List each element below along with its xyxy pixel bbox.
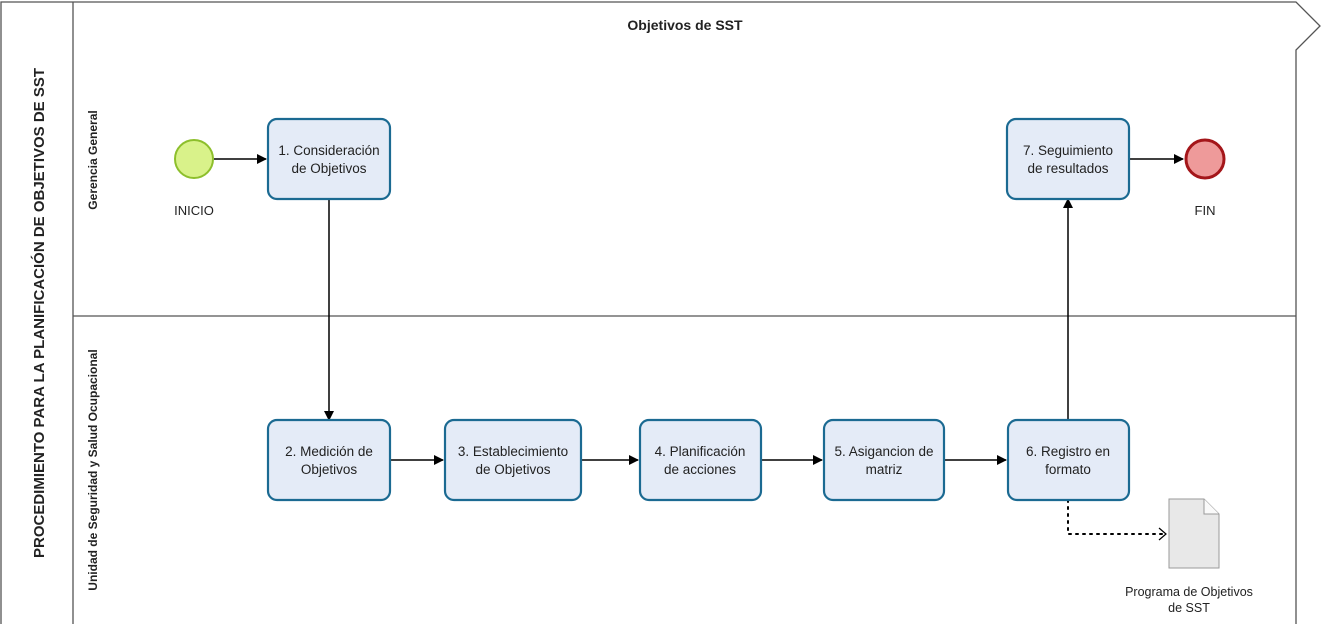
task-4-box[interactable] (638, 418, 763, 502)
data-object-label-line2: de SST (1168, 601, 1210, 615)
task-4[interactable]: 4. Planificación de acciones (638, 418, 763, 502)
start-event-label: INICIO (174, 203, 214, 218)
task-2-label-line2: Objetivos (301, 462, 358, 477)
data-association (1067, 499, 1167, 535)
connectors (214, 154, 1184, 541)
task-5[interactable]: 5. Asigancion de matriz (822, 418, 946, 502)
task-7[interactable]: 7. Seguimiento de resultados (1005, 117, 1131, 201)
task-3-label-line1: 3. Establecimiento (458, 444, 568, 459)
task-7-box[interactable] (1005, 117, 1131, 201)
task-4-label-line1: 4. Planificación (655, 444, 746, 459)
task-7-label-line2: de resultados (1027, 161, 1108, 176)
task-2-box[interactable] (266, 418, 392, 502)
task-1-box[interactable] (266, 117, 392, 201)
end-event: FIN (1184, 138, 1226, 218)
task-3-box[interactable] (443, 418, 583, 502)
task-3-label-line2: de Objetivos (475, 462, 550, 477)
task-2[interactable]: 2. Medición de Objetivos (266, 418, 392, 502)
task-2-label-line1: 2. Medición de (285, 444, 373, 459)
task-5-box[interactable] (822, 418, 946, 502)
task-1-label-line2: de Objetivos (291, 161, 366, 176)
data-association-arrowhead (1158, 527, 1167, 541)
task-6-label-line2: formato (1045, 462, 1091, 477)
end-event-circle (1184, 138, 1226, 180)
task-6[interactable]: 6. Registro en formato (1006, 418, 1131, 502)
task-3[interactable]: 3. Establecimiento de Objetivos (443, 418, 583, 502)
data-object-shape[interactable] (1168, 498, 1220, 569)
task-7-label-line1: 7. Seguimiento (1023, 143, 1113, 158)
lane-label-unidad: Unidad de Seguridad y Salud Ocupacional (86, 349, 100, 590)
task-5-label-line1: 5. Asigancion de (834, 444, 933, 459)
task-6-label-line1: 6. Registro en (1026, 444, 1110, 459)
end-event-label: FIN (1195, 203, 1216, 218)
task-6-box[interactable] (1006, 418, 1131, 502)
task-1[interactable]: 1. Consideración de Objetivos (266, 117, 392, 201)
data-object[interactable]: Programa de Objetivos de SST (1125, 498, 1253, 615)
start-event-circle (174, 139, 214, 179)
task-5-label-line2: matriz (866, 462, 903, 477)
pool-title: PROCEDIMIENTO PARA LA PLANIFICACIÓN DE O… (30, 68, 48, 558)
start-event: INICIO (174, 139, 214, 218)
data-object-fold (1203, 499, 1219, 515)
lane-label-gerencia: Gerencia General (86, 110, 100, 209)
pool-header: Objetivos de SST (627, 17, 743, 33)
data-object-label-line1: Programa de Objetivos (1125, 585, 1253, 599)
task-1-label-line1: 1. Consideración (278, 143, 379, 158)
task-4-label-line2: de acciones (664, 462, 736, 477)
